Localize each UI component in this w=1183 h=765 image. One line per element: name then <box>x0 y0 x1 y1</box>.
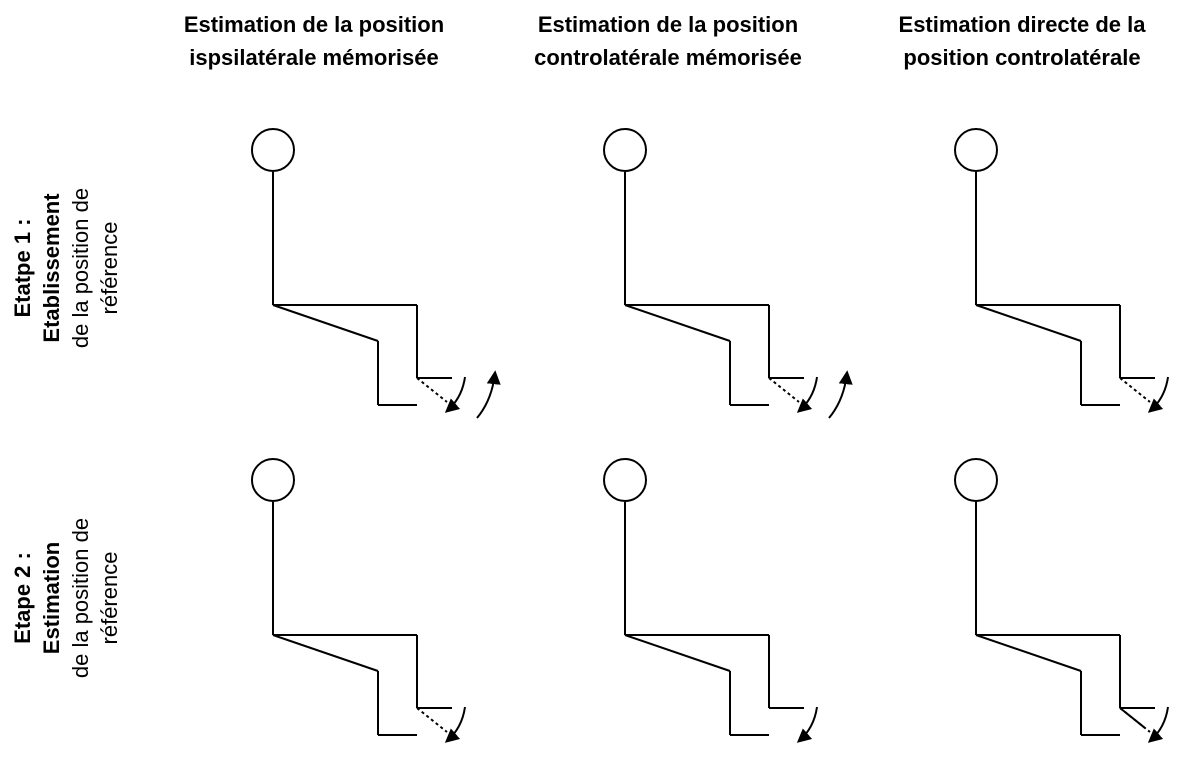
column-header-line: ispsilatérale mémorisée <box>189 45 439 70</box>
arrow-up <box>828 370 853 419</box>
panel-group <box>251 128 1169 743</box>
left-thigh <box>272 304 379 342</box>
panel-r2-c2 <box>603 458 818 743</box>
arrow-down <box>444 376 466 413</box>
head <box>251 128 295 172</box>
arrow-down <box>1147 706 1169 743</box>
panel-r1-c1 <box>251 128 501 419</box>
arrow-down <box>1147 376 1169 413</box>
head <box>954 458 998 502</box>
head <box>603 458 647 502</box>
right-leg-extension <box>416 707 448 733</box>
left-thigh <box>624 634 731 672</box>
right-leg-extension <box>1119 377 1151 403</box>
arrow-up <box>476 370 501 419</box>
arrow-down <box>796 706 818 743</box>
column-header-line: Estimation de la position <box>183 12 445 37</box>
left-thigh <box>975 634 1082 672</box>
left-thigh <box>624 304 731 342</box>
arrow-down <box>444 706 466 743</box>
panel-r2-c3 <box>954 458 1169 743</box>
right-leg-extension <box>768 377 800 403</box>
arrow-down <box>796 376 818 413</box>
column-header-line: controlatérale mémorisée <box>534 45 802 70</box>
column-header-line: Estimation de la position <box>537 12 799 37</box>
right-shin-angled <box>1119 707 1146 729</box>
head <box>954 128 998 172</box>
head <box>251 458 295 502</box>
column-header-ipsilateral: Estimation de la position ispsilatérale … <box>144 8 484 74</box>
column-header-direct: Estimation directe de la position contro… <box>852 8 1183 74</box>
left-thigh <box>272 634 379 672</box>
head <box>603 128 647 172</box>
column-header-line: Estimation directe de la <box>898 12 1146 37</box>
panel-r1-c3 <box>954 128 1169 413</box>
left-thigh <box>975 304 1082 342</box>
column-header-line: position controlatérale <box>903 45 1141 70</box>
right-leg-extension <box>416 377 448 403</box>
panel-r1-c2 <box>603 128 853 419</box>
column-header-contralateral: Estimation de la position controlatérale… <box>498 8 838 74</box>
panel-r2-c1 <box>251 458 466 743</box>
